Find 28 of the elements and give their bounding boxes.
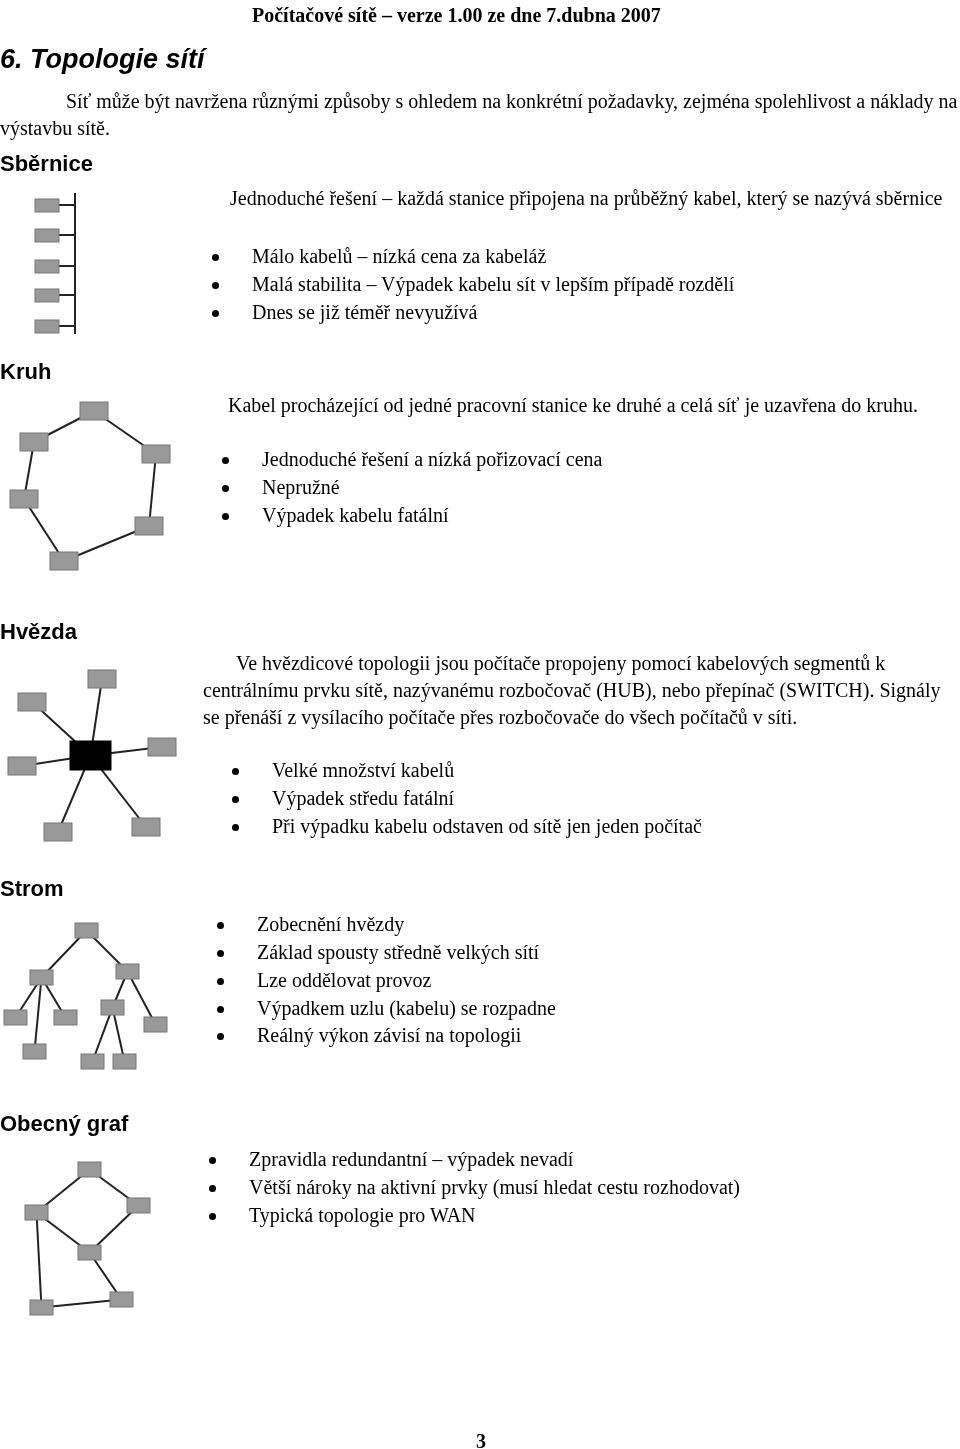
bullet-point: Typická topologie pro WAN bbox=[249, 1203, 476, 1229]
bullet-point: Málo kabelů – nízká cena za kabeláž bbox=[252, 244, 547, 269]
bullet-point: Reálný výkon závisí na topologii bbox=[257, 1023, 522, 1049]
bullet-point: Při výpadku kabelu odstaven od sítě jen jeden počítač bbox=[272, 814, 702, 840]
bullet-point: Velké množství kabelů bbox=[272, 758, 455, 783]
bullet-point: Jednoduché řešení a nízká pořizovací cena bbox=[262, 447, 603, 473]
section-heading: Strom bbox=[0, 875, 64, 902]
page-number: 3 bbox=[476, 1429, 486, 1449]
section-heading: Sběrnice bbox=[0, 150, 93, 177]
bullet-point: Větší nároky na aktivní prvky (musí hledat cestu rozhodovat) bbox=[249, 1175, 740, 1201]
paragraph: Ve hvězdicové topologii jsou počítače propojeny pomocí kabelových segmentů k centrálnímu prvku sítě, nazývanému rozbočovač (HUB), nebo přepínač (SWITCH). Signály se přenáší z vysílacího počítače přes rozbočovače do všech počítačů v síti. bbox=[203, 651, 942, 731]
bullet-point: Lze oddělovat provoz bbox=[257, 968, 432, 994]
bullet-point: Základ spousty středně velkých sítí bbox=[257, 940, 540, 966]
bullet-point: Dnes se již téměř nevyužívá bbox=[252, 300, 478, 326]
bullet-point: Zpravidla redundantní – výpadek nevadí bbox=[249, 1147, 574, 1173]
paragraph: Kabel procházející od jedné pracovní stanice ke druhé a celá síť je uzavřena do kruhu. bbox=[227, 393, 919, 419]
bullet-point: Výpadkem uzlu (kabelu) se rozpadne bbox=[257, 996, 556, 1022]
bullet-point: Malá stabilita – Výpadek kabelu sít v lepším případě rozdělí bbox=[252, 272, 735, 298]
page-header: Počítačové sítě – verze 1.00 ze dne 7.dubna 2007 bbox=[252, 3, 661, 28]
bullet-point: Nepružné bbox=[262, 475, 340, 501]
bullet-point: Zobecnění hvězdy bbox=[257, 912, 405, 938]
section-heading: Kruh bbox=[0, 358, 52, 385]
bullet-point: Výpadek středu fatální bbox=[272, 786, 455, 812]
section-heading: Hvězda bbox=[0, 618, 78, 645]
paragraph: Jednoduché řešení – každá stanice připojena na průběžný kabel, který se nazývá sběrnice bbox=[229, 186, 944, 212]
section-heading: Obecný graf bbox=[0, 1110, 129, 1137]
paragraph: Síť může být navržena různými způsoby s ohledem na konkrétní požadavky, zejména spolehlivost a náklady na výstavbu sítě. bbox=[0, 89, 959, 142]
bullet-point: Výpadek kabelu fatální bbox=[262, 503, 449, 529]
